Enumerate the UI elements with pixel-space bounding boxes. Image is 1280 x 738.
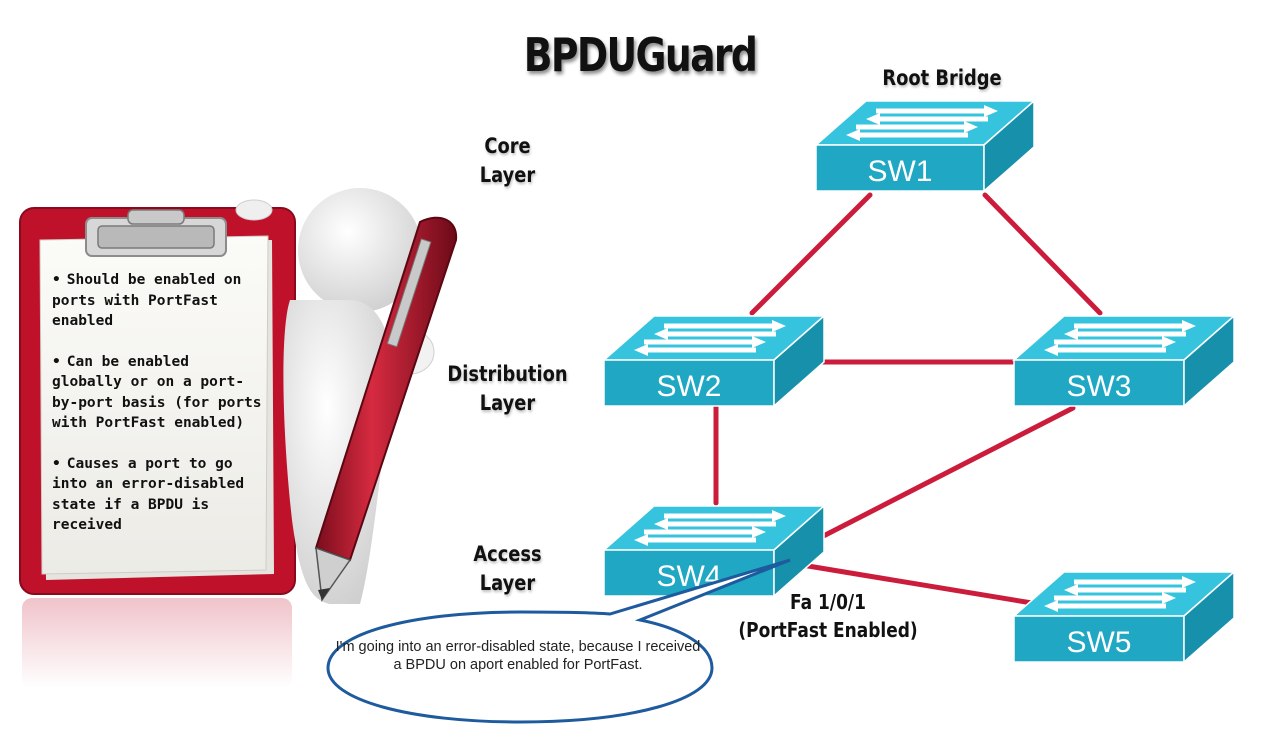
- clipboard-reflection: [22, 598, 292, 688]
- link-sw3-sw4: [797, 405, 1076, 551]
- clipboard-item: •Causes a port to go into an error-disab…: [52, 455, 245, 534]
- distribution-layer-line1: Distribution: [447, 362, 568, 386]
- port-label-line1: Fa 1/0/1: [790, 590, 866, 614]
- access-layer-line2: Layer: [479, 571, 536, 595]
- speech-bubble: [326, 558, 791, 724]
- link-sw1-sw3: [982, 192, 1103, 316]
- switch-side-face: [773, 504, 825, 598]
- access-layer-label: Access Layer: [463, 540, 552, 598]
- pen: [314, 216, 458, 603]
- switch-front-face: [815, 144, 985, 192]
- person-head: [298, 188, 422, 312]
- core-layer-label: Core Layer: [463, 132, 552, 190]
- clipboard-item-text: Can be enabled globally or on a port-by-…: [52, 353, 262, 432]
- pen-tip: [315, 546, 352, 603]
- switch-label: SW2: [656, 370, 721, 403]
- switch-arrows-icon: [846, 105, 998, 141]
- switch-side-face: [1183, 314, 1235, 408]
- speech-bubble-text: I'm going into an error-disabled state, …: [335, 639, 701, 673]
- switch-sw3: SW3: [1012, 314, 1236, 408]
- switch-front-face: [1013, 359, 1185, 407]
- clipboard-list: •Should be enabled on ports with PortFas…: [52, 270, 262, 556]
- core-layer-line2: Layer: [479, 163, 536, 187]
- link-sw4-sw5: [787, 560, 1035, 606]
- switch-front-face: [1013, 615, 1185, 663]
- clipboard: [19, 207, 296, 595]
- clipboard-item: •Can be enabled globally or on a port-by…: [52, 353, 262, 432]
- switch-arrows-icon: [634, 510, 786, 546]
- diagram-title: BPDUGuard: [523, 28, 758, 82]
- switch-label: SW5: [1066, 626, 1131, 659]
- switch-arrows-icon: [1044, 320, 1196, 356]
- switch-side-face: [773, 314, 825, 408]
- switch-label: SW1: [867, 155, 932, 188]
- switch-sw5: SW5: [1012, 570, 1236, 664]
- switch-sw2: SW2: [602, 314, 826, 408]
- clipboard-item-text: Causes a port to go into an error-disabl…: [52, 455, 245, 534]
- distribution-layer-label: Distribution Layer: [446, 360, 569, 418]
- switch-side-face: [1183, 570, 1235, 664]
- clipboard-item: •Should be enabled on ports with PortFas…: [52, 272, 242, 329]
- port-label-line2: (PortFast Enabled): [738, 618, 918, 642]
- access-layer-line1: Access: [473, 542, 542, 566]
- switch-sw1: SW1: [814, 99, 1036, 193]
- distribution-layer-line2: Layer: [479, 391, 536, 415]
- switch-arrows-icon: [1044, 576, 1196, 612]
- pen-body: [314, 216, 458, 562]
- switch-label: SW3: [1066, 370, 1131, 403]
- pen-clip: [386, 238, 432, 348]
- switch-sw4: SW4: [602, 504, 826, 598]
- port-label: Fa 1/0/1 (PortFast Enabled): [735, 588, 922, 644]
- person-hand-top: [235, 199, 273, 221]
- switch-side-face: [983, 99, 1035, 193]
- switch-arrows-icon: [634, 320, 786, 356]
- network-links: [713, 192, 1103, 606]
- clipboard-item-text: Should be enabled on ports with PortFast…: [52, 272, 242, 329]
- core-layer-line1: Core: [484, 134, 531, 158]
- root-bridge-label: Root Bridge: [882, 66, 1002, 90]
- link-sw1-sw2: [749, 192, 873, 316]
- person-body: [283, 300, 392, 604]
